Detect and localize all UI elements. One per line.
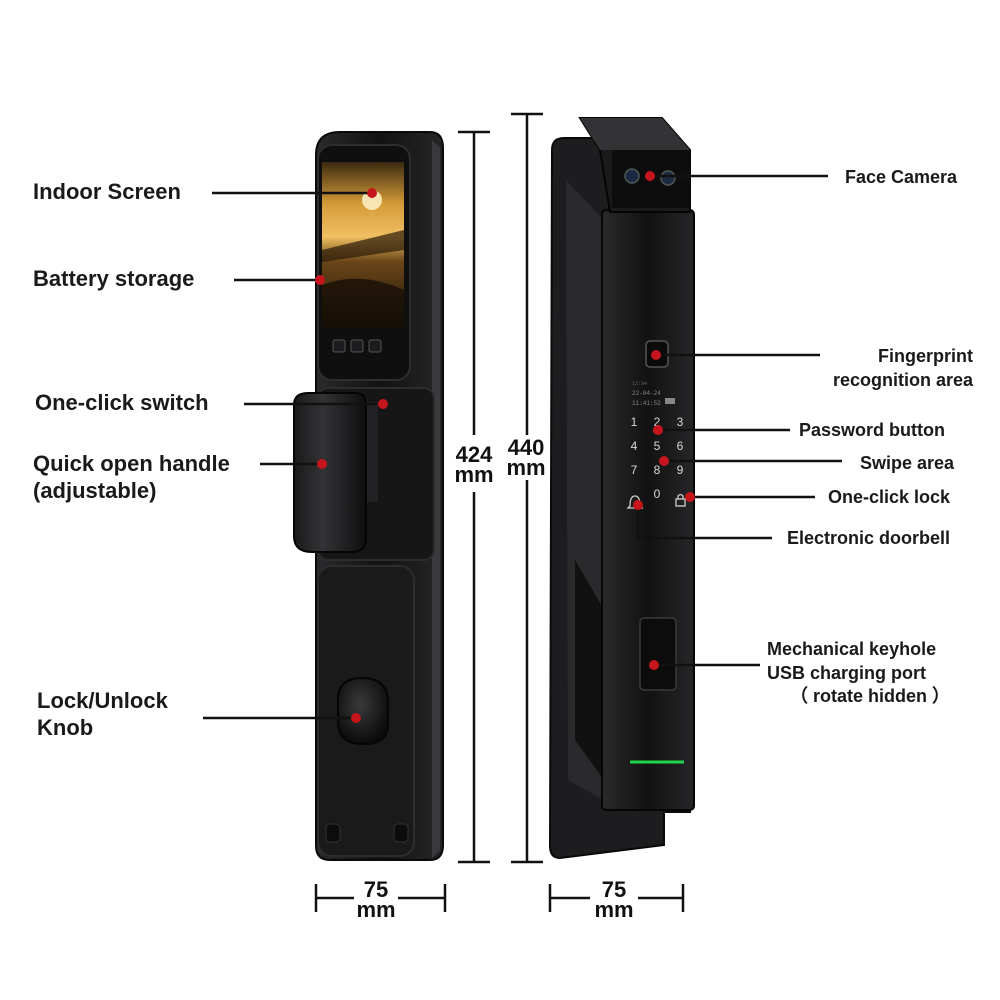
svg-text:22-04-24: 22-04-24 xyxy=(632,390,661,397)
dimension-lines xyxy=(314,112,685,912)
keypad-key-9[interactable]: 9 xyxy=(677,463,684,477)
marker-switch xyxy=(378,399,388,409)
marker-camera xyxy=(645,171,655,181)
keypad-key-3[interactable]: 3 xyxy=(677,415,684,429)
keypad-key-8[interactable]: 8 xyxy=(654,463,661,477)
dimension-inner-width-unit: mm xyxy=(356,897,396,922)
label-mechanical-keyhole: Mechanical keyhole xyxy=(767,639,937,659)
keypad-key-2[interactable]: 2 xyxy=(654,415,661,429)
label-quick-open-handle: Quick open handle xyxy=(33,451,230,476)
keypad-key-5[interactable]: 5 xyxy=(654,439,661,453)
dimension-outer-width: 75 mm xyxy=(586,877,642,922)
label-knob: Knob xyxy=(37,715,94,740)
dimension-outer-height-value: 440 xyxy=(507,435,545,460)
dimension-inner-width: 75 mm xyxy=(348,877,404,922)
dimension-outer-width-value: 75 xyxy=(601,877,627,902)
label-usb-port: USB charging port xyxy=(767,663,927,683)
marker-fingerprint xyxy=(651,350,661,360)
dimension-outer-height: 440 mm xyxy=(500,435,552,480)
label-recognition-area: recognition area xyxy=(832,370,973,390)
marker-knob xyxy=(351,713,361,723)
keypad-key-4[interactable]: 4 xyxy=(631,439,638,453)
keypad-key-7[interactable]: 7 xyxy=(631,463,638,477)
leader-lines xyxy=(203,174,842,720)
marker-swipe xyxy=(659,456,669,466)
label-swipe-area: Swipe area xyxy=(860,453,955,473)
dimension-inner-height-value: 424 xyxy=(455,442,493,467)
keypad-key-1[interactable]: 1 xyxy=(631,415,638,429)
dimension-outer-width-unit: mm xyxy=(594,897,634,922)
marker-doorbell xyxy=(633,500,643,510)
label-adjustable: (adjustable) xyxy=(33,478,157,503)
indoor-unit xyxy=(293,131,444,861)
label-rotate-hidden: （ rotate hidden ） xyxy=(790,686,951,706)
label-battery-storage: Battery storage xyxy=(33,266,195,291)
label-electronic-doorbell: Electronic doorbell xyxy=(787,528,951,548)
marker-keyhole xyxy=(649,660,659,670)
label-face-camera: Face Camera xyxy=(845,167,958,187)
svg-text:11:41:52: 11:41:52 xyxy=(632,400,661,407)
marker-handle xyxy=(317,459,327,469)
outdoor-unit: 22-04-24 11:41:52 12:34 xyxy=(548,117,695,860)
keypad-key-6[interactable]: 6 xyxy=(677,439,684,453)
label-indoor-screen: Indoor Screen xyxy=(33,179,181,204)
dimension-inner-width-value: 75 xyxy=(363,877,389,902)
label-password-button: Password button xyxy=(799,420,946,440)
markers xyxy=(315,171,695,723)
padlock-icon xyxy=(675,493,686,507)
dimension-outer-height-unit: mm xyxy=(506,455,546,480)
label-fingerprint: Fingerprint xyxy=(878,346,973,366)
label-lock-unlock: Lock/Unlock xyxy=(37,688,168,713)
dimension-inner-height: 424 mm xyxy=(448,442,500,487)
dimension-inner-height-unit: mm xyxy=(454,462,494,487)
keypad: 1 2 3 4 5 6 7 8 9 0 xyxy=(631,415,684,501)
keypad-key-0[interactable]: 0 xyxy=(654,487,661,501)
marker-battery xyxy=(315,275,325,285)
label-one-click-lock: One-click lock xyxy=(828,487,951,507)
svg-text:12:34: 12:34 xyxy=(632,381,647,387)
label-one-click-switch: One-click switch xyxy=(35,390,209,415)
marker-lock xyxy=(685,492,695,502)
marker-password xyxy=(653,425,663,435)
marker-indoor-screen xyxy=(367,188,377,198)
